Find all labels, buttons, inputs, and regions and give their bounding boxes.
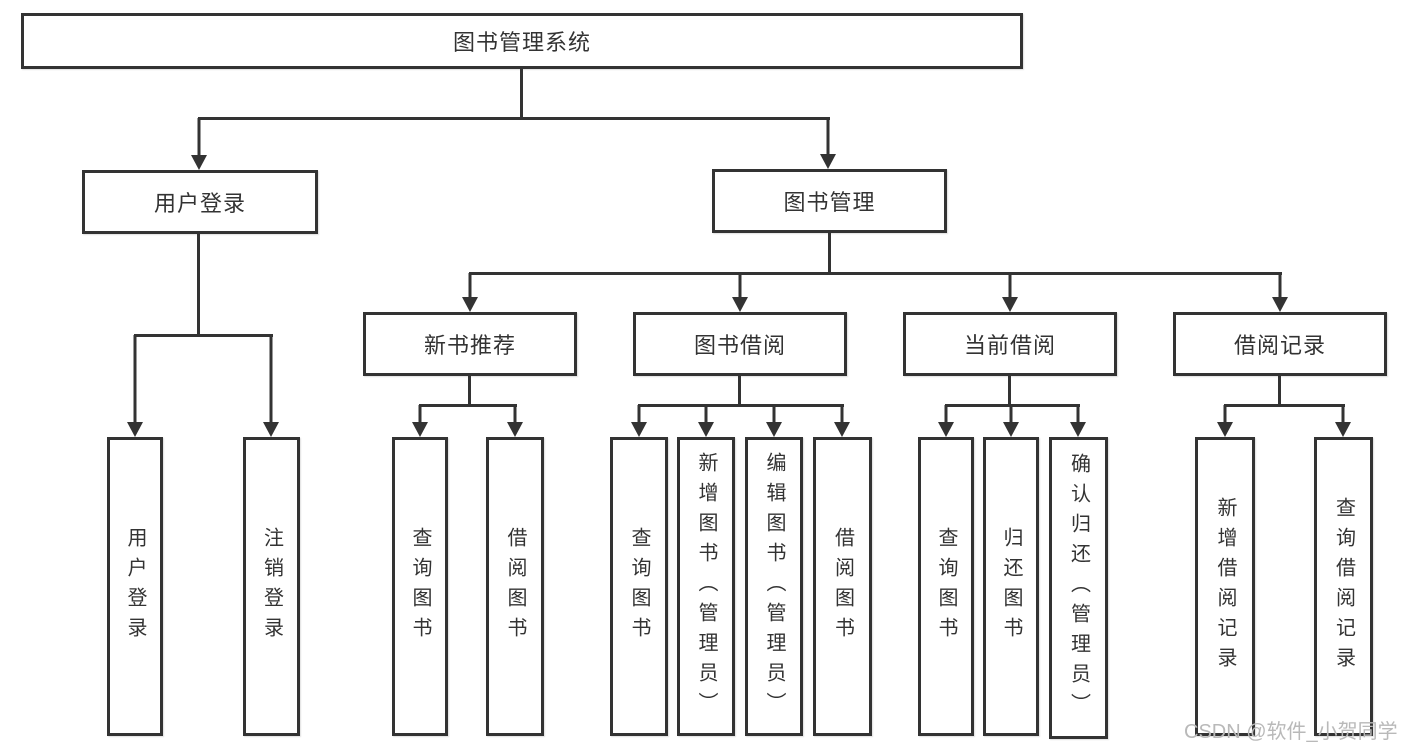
- connector-book-mgmt-stem: [828, 233, 831, 273]
- node-book-borrow: 图书借阅: [633, 312, 847, 376]
- connector-user-login-stem: [197, 234, 200, 335]
- node-leaf-confirm-return: 确认归还（管理员）: [1049, 437, 1108, 739]
- arrow-to-leaf-return-book: [1003, 405, 1019, 437]
- node-leaf-query-book-2: 查询图书: [610, 437, 668, 736]
- connector-current-borrow-stem: [1008, 376, 1011, 405]
- arrow-to-leaf-add-record: [1217, 405, 1233, 437]
- arrow-to-book-mgmt: [820, 118, 836, 169]
- connector-borrow-record-stem: [1278, 376, 1281, 405]
- node-book-mgmt: 图书管理: [712, 169, 947, 233]
- connector-user-login-rail: [134, 334, 273, 337]
- arrow-to-new-book-rec: [462, 273, 478, 312]
- node-leaf-logout: 注销登录: [243, 437, 300, 736]
- arrow-to-leaf-edit-book: [766, 405, 782, 437]
- arrow-to-leaf-query-book-2: [631, 405, 647, 437]
- arrow-to-leaf-user-login: [127, 335, 143, 437]
- arrow-to-leaf-logout: [263, 335, 279, 437]
- arrow-to-borrow-record: [1272, 273, 1288, 312]
- arrow-to-leaf-query-book-1: [412, 405, 428, 437]
- connector-book-borrow-rail: [638, 404, 844, 407]
- node-root: 图书管理系统: [21, 13, 1023, 69]
- node-leaf-query-book-3: 查询图书: [918, 437, 974, 736]
- node-leaf-user-login: 用户登录: [107, 437, 163, 736]
- arrow-to-leaf-add-book: [698, 405, 714, 437]
- node-leaf-edit-book: 编辑图书（管理员）: [745, 437, 803, 736]
- arrow-to-user-login: [191, 118, 207, 170]
- arrow-to-leaf-query-book-3: [938, 405, 954, 437]
- arrow-to-book-borrow: [732, 273, 748, 312]
- arrow-to-leaf-borrow-book-2: [834, 405, 850, 437]
- connector-new-book-rec-stem: [468, 376, 471, 405]
- node-leaf-query-book-1: 查询图书: [392, 437, 448, 736]
- connector-root-rail: [198, 117, 830, 120]
- node-current-borrow: 当前借阅: [903, 312, 1117, 376]
- connector-new-book-rec-rail: [419, 404, 517, 407]
- node-leaf-return-book: 归还图书: [983, 437, 1039, 736]
- connector-book-borrow-stem: [738, 376, 741, 405]
- csdn-watermark: CSDN @软件_小贺同学: [1184, 721, 1398, 743]
- connector-borrow-record-rail: [1224, 404, 1345, 407]
- node-leaf-add-book: 新增图书（管理员）: [677, 437, 735, 736]
- arrow-to-current-borrow: [1002, 273, 1018, 312]
- node-leaf-borrow-book-1: 借阅图书: [486, 437, 544, 736]
- node-leaf-query-record: 查询借阅记录: [1314, 437, 1373, 736]
- node-leaf-borrow-book-2: 借阅图书: [813, 437, 872, 736]
- connector-book-mgmt-rail: [469, 272, 1282, 275]
- node-new-book-rec: 新书推荐: [363, 312, 577, 376]
- node-user-login: 用户登录: [82, 170, 318, 234]
- arrow-to-leaf-confirm-return: [1070, 405, 1086, 437]
- node-borrow-record: 借阅记录: [1173, 312, 1387, 376]
- arrow-to-leaf-borrow-book-1: [507, 405, 523, 437]
- node-leaf-add-record: 新增借阅记录: [1195, 437, 1255, 736]
- connector-root-stem: [520, 69, 523, 118]
- arrow-to-leaf-query-record: [1335, 405, 1351, 437]
